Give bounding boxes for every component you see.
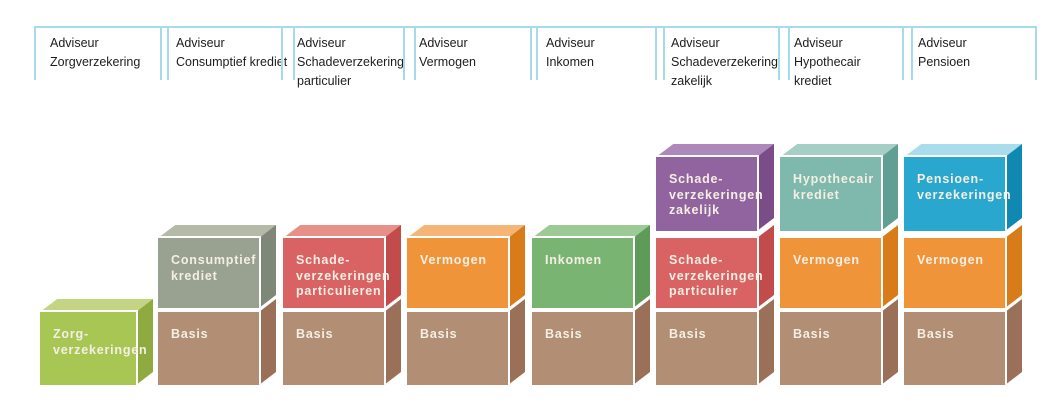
block-label: Vermogen [793,253,860,267]
block-basis: Basis [904,299,1022,385]
box-side-face [259,225,276,308]
block-label: Vermogen [917,253,984,267]
block-vermogen: Vermogen [904,225,1022,308]
block-label: Vermogen [420,253,487,267]
header-adviseur-consumptief-krediet: Adviseur Consumptief krediet [160,26,295,80]
block-basis: Basis [780,299,898,385]
box-top-face [656,144,775,157]
box-side-face [757,299,774,385]
box-side-face [384,225,401,308]
box-side-face [633,299,650,385]
header-adviseur-schadeverzekering-particulier: Adviseur Schadeverzekering particulier [281,26,416,88]
block-schadeverzekeringen-particulieren: Schade- verzekeringen particulieren [283,225,402,308]
block-vermogen: Vermogen [780,225,898,308]
header-adviseur-schadeverzekering-zakelijk: Adviseur Schadeverzekering zakelijk [655,26,790,88]
box-side-face [1005,299,1022,385]
block-schadeverzekeringen-zakelijk: Schade- verzekeringen zakelijk [656,144,775,231]
box-top-face [780,144,899,157]
block-basis: Basis [656,299,774,385]
block-basis: Basis [283,299,401,385]
block-basis: Basis [532,299,650,385]
block-hypothecair-krediet: Hypothecair krediet [780,144,899,231]
block-label: Basis [171,327,209,341]
block-basis: Basis [158,299,276,385]
block-inkomen: Inkomen [532,225,651,308]
block-label: Inkomen [545,253,602,267]
block-label: Basis [545,327,583,341]
box-top-face [532,225,651,238]
block-label: Schade- verzekeringen particulier [669,253,764,298]
box-side-face [757,225,774,308]
box-top-face [158,225,277,238]
header-adviseur-zorgverzekering: Adviseur Zorgverzekering [34,26,169,80]
box-side-face [881,225,898,308]
box-top-face [904,144,1023,157]
box-side-face [881,299,898,385]
block-label: Schade- verzekeringen particulieren [296,253,391,298]
block-zorgverzekeringen: Zorg- verzekeringen [40,299,154,385]
block-basis: Basis [407,299,525,385]
box-side-face [259,299,276,385]
block-label: Hypothecair krediet [793,172,875,202]
box-side-face [508,299,525,385]
block-label: Basis [296,327,334,341]
block-label: Basis [420,327,458,341]
box-side-face [1005,225,1022,308]
block-label: Basis [793,327,831,341]
block-label: Consumptief krediet [171,253,257,283]
box-top-face [283,225,402,238]
block-consumptief-krediet: Consumptief krediet [158,225,277,308]
box-side-face [384,299,401,385]
header-adviseur-inkomen: Adviseur Inkomen [530,26,665,80]
header-adviseur-hypothecair-krediet: Adviseur Hypothecair krediet [778,26,913,88]
header-adviseur-vermogen: Adviseur Vermogen [403,26,538,80]
block-label: Basis [669,327,707,341]
block-label: Schade- verzekeringen zakelijk [669,172,764,217]
block-label: Basis [917,327,955,341]
block-schadeverzekeringen-particulier: Schade- verzekeringen particulier [656,225,774,308]
block-label: Zorg- verzekeringen [53,327,148,357]
box-side-face [508,225,525,308]
block-pensioenverzekeringen: Pensioen- verzekeringen [904,144,1023,231]
box-side-face [633,225,650,308]
block-vermogen: Vermogen [407,225,526,308]
block-label: Pensioen- verzekeringen [917,172,1012,202]
header-adviseur-pensioen: Adviseur Pensioen [902,26,1037,80]
box-top-face [407,225,526,238]
box-side-face [881,144,898,231]
